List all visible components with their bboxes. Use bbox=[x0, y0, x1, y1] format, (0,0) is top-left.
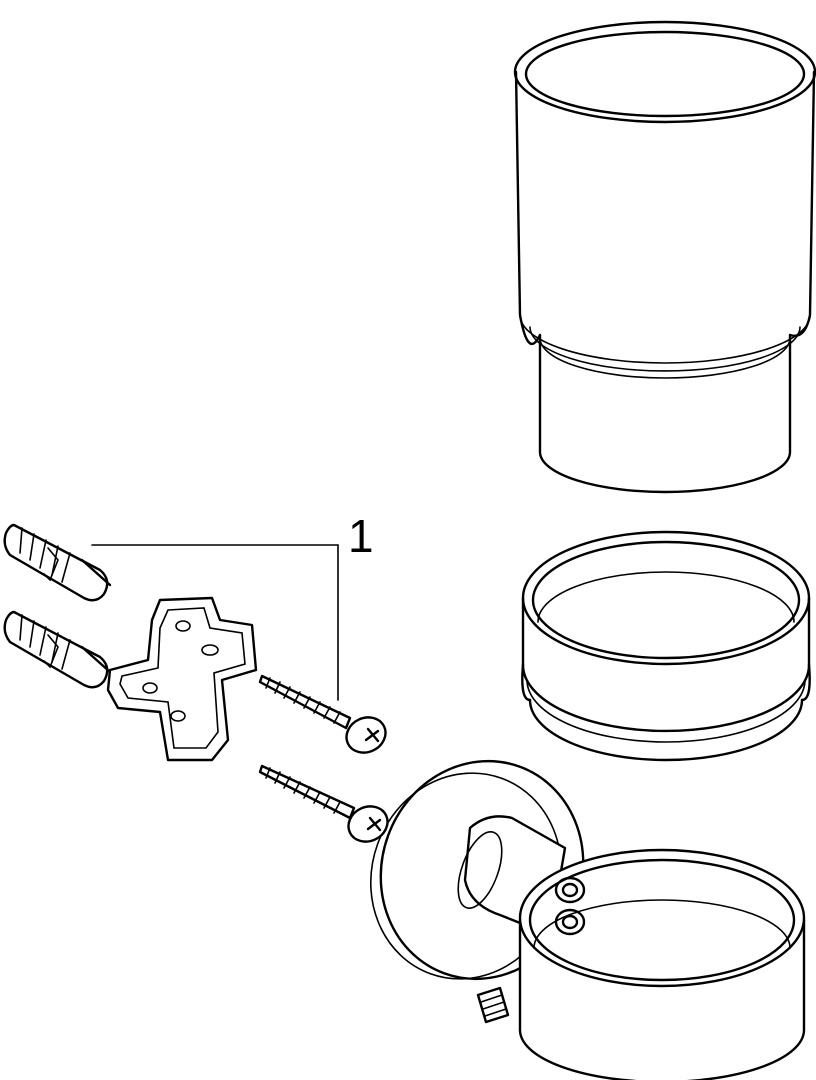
grub-screw bbox=[476, 986, 510, 1024]
callout-1: 1 bbox=[91, 510, 374, 701]
wall-bracket bbox=[369, 759, 806, 1080]
mounting-plate bbox=[106, 596, 258, 762]
wood-screw-lower bbox=[258, 764, 389, 843]
callout-label: 1 bbox=[348, 510, 374, 562]
wall-plug-bottom bbox=[3, 610, 112, 689]
set-screw-holes bbox=[554, 876, 586, 936]
wood-screw-upper bbox=[258, 674, 387, 754]
wall-plug-top bbox=[3, 523, 112, 602]
tumbler-glass bbox=[513, 20, 816, 494]
holder-ring bbox=[521, 530, 811, 762]
